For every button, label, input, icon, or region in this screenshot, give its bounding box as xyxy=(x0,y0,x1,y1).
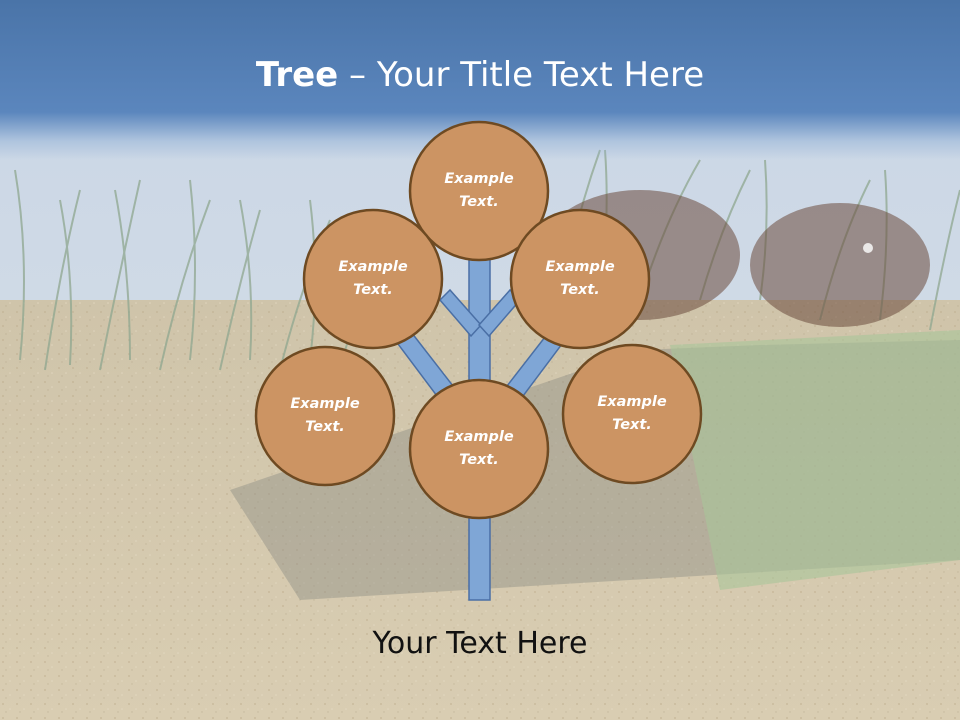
tree-node-label: Text. xyxy=(353,282,393,298)
tree-node-label: Example xyxy=(545,259,615,275)
tree-node-label: Text. xyxy=(560,282,600,298)
tree-node-label: Example xyxy=(444,429,514,445)
tree-node-label: Example xyxy=(338,259,408,275)
tree-node-label: Example xyxy=(444,171,514,187)
title-bold-part: Tree xyxy=(255,55,339,95)
tree-node-circle xyxy=(254,345,396,487)
tree-node-label: Text. xyxy=(305,419,345,435)
tree-nodes: ExampleText.ExampleText.ExampleText.Exam… xyxy=(254,120,703,520)
tree-node-label: Text. xyxy=(459,194,499,210)
title-rest: Your Title Text Here xyxy=(376,55,705,95)
tree-node-circle xyxy=(509,208,651,350)
tree-node-label: Example xyxy=(290,396,360,412)
tree-node-circle xyxy=(302,208,444,350)
tree-node-circle xyxy=(408,120,550,262)
tree-node-label: Text. xyxy=(612,417,652,433)
title-dash: – xyxy=(338,55,377,95)
slide-title: Tree – Your Title Text Here xyxy=(0,52,960,98)
tree-node-label: Text. xyxy=(459,452,499,468)
tree-node-circle xyxy=(561,343,703,485)
tree-node-label: Example xyxy=(597,394,667,410)
tree-node-circle xyxy=(408,378,550,520)
caption-text: Your Text Here xyxy=(372,626,588,661)
